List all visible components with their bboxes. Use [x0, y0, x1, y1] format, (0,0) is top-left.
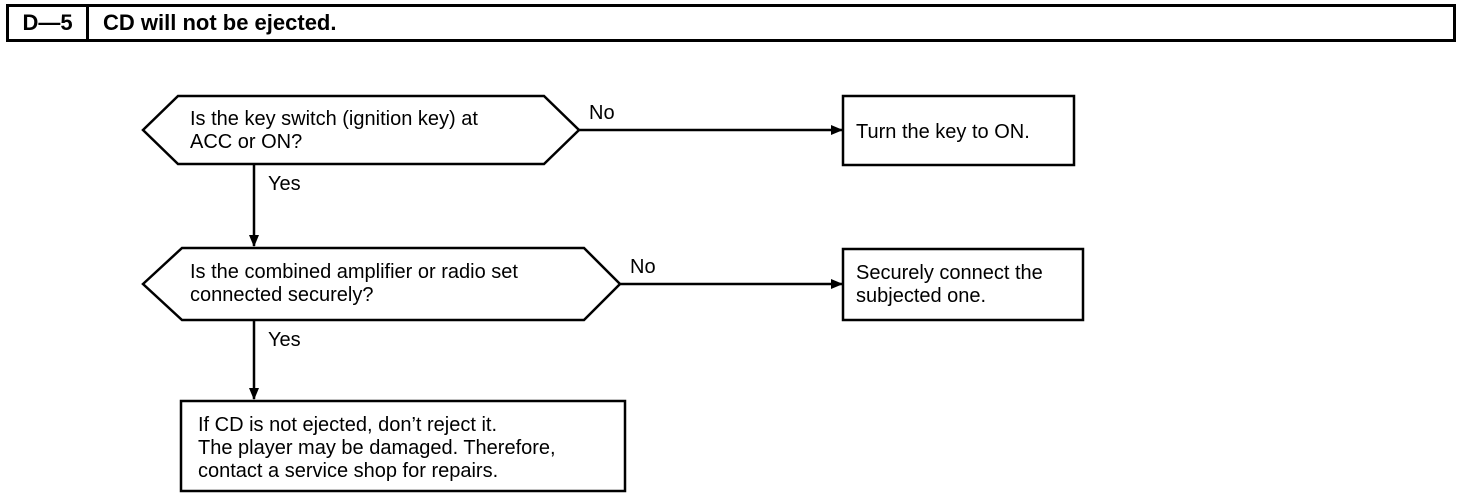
- final-note-line1: If CD is not ejected, don’t reject it.: [198, 414, 497, 436]
- decision-connection-line2: connected securely?: [190, 284, 373, 306]
- section-header: D—5 CD will not be ejected.: [6, 4, 1456, 42]
- section-code: D—5: [9, 7, 89, 39]
- final-note-box: [179, 399, 627, 493]
- label-no-2: No: [630, 256, 656, 278]
- action-turn-key: [841, 94, 1076, 167]
- decision-key-switch-line2: ACC or ON?: [190, 131, 302, 153]
- final-note-line3: contact a service shop for repairs.: [198, 460, 498, 482]
- label-yes-2: Yes: [268, 329, 301, 351]
- section-title: CD will not be ejected.: [103, 10, 337, 35]
- decision-key-switch: [141, 94, 581, 166]
- action-secure-connect-line2: subjected one.: [856, 285, 986, 307]
- action-turn-key-text: Turn the key to ON.: [856, 121, 1030, 143]
- decision-key-switch-line1: Is the key switch (ignition key) at: [190, 108, 478, 130]
- final-note-line2: The player may be damaged. Therefore,: [198, 437, 556, 459]
- action-secure-connect: [841, 247, 1085, 322]
- label-yes-1: Yes: [268, 173, 301, 195]
- action-secure-connect-line1: Securely connect the: [856, 262, 1043, 284]
- label-no-1: No: [589, 102, 615, 124]
- decision-connection-line1: Is the combined amplifier or radio set: [190, 261, 518, 283]
